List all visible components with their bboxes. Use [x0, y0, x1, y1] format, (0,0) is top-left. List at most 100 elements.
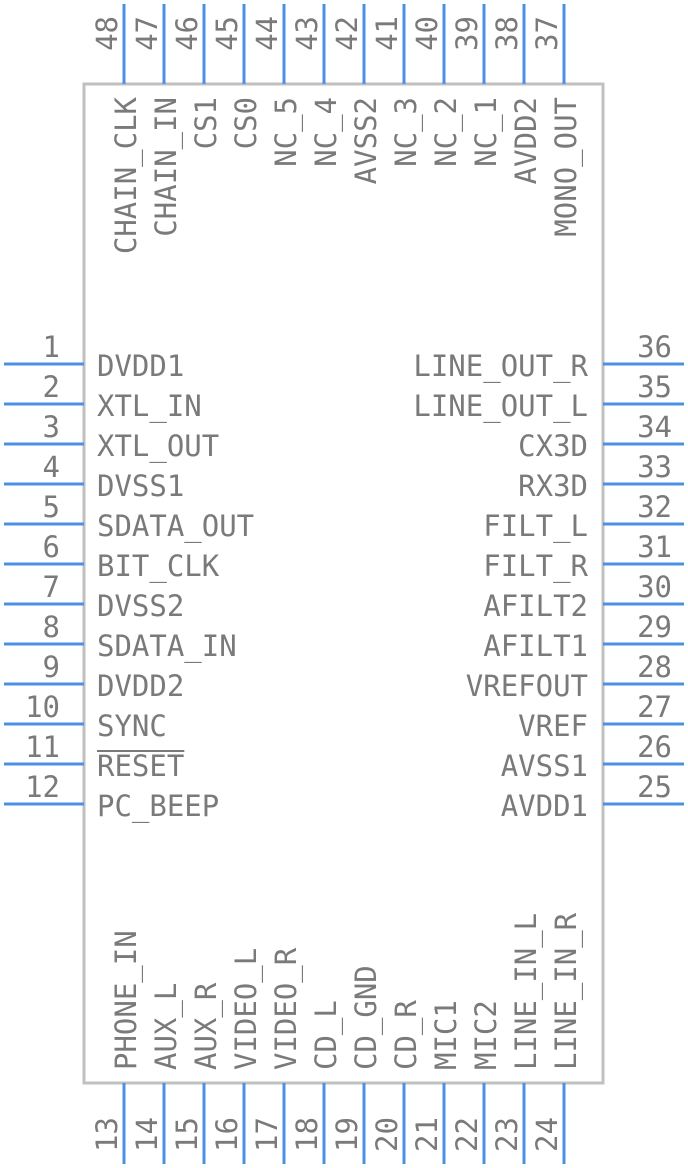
pin-number: 18 [290, 1117, 324, 1152]
pin-number: 48 [90, 16, 124, 51]
pin-number: 41 [370, 16, 404, 51]
pin-label-aux-l: AUX_L [149, 983, 184, 1070]
pin-label-nc-4: NC_4 [309, 97, 344, 167]
pin-label-line-out-l: LINE_OUT_L [413, 389, 588, 424]
pin-label-vref: VREF [518, 709, 588, 743]
pin-number: 15 [170, 1117, 204, 1152]
pin-label-nc-2: NC_2 [429, 97, 464, 167]
pin-label-nc-5: NC_5 [269, 97, 304, 167]
pin-number: 43 [290, 16, 324, 51]
pin-number: 11 [25, 730, 60, 764]
pin-number: 14 [130, 1117, 164, 1152]
pin-number: 44 [250, 16, 284, 51]
pin-label-cs1: CS1 [189, 97, 223, 149]
pin-label-avss1: AVSS1 [501, 749, 588, 783]
pin-label-nc-3: NC_3 [389, 97, 424, 167]
pin-number: 19 [330, 1117, 364, 1152]
pin-label-cd-l: CD_L [309, 1000, 344, 1070]
pin-number: 7 [43, 570, 60, 604]
pin-number: 28 [637, 650, 672, 684]
pin-number: 4 [43, 450, 60, 484]
pin-label-mono-out: MONO_OUT [549, 97, 584, 237]
pin-number: 42 [330, 16, 364, 51]
pin-label-filt-r: FILT_R [483, 549, 588, 584]
right-pins: 25AVDD126AVSS127VREF28VREFOUT29AFILT130A… [413, 330, 684, 823]
pin-number: 20 [370, 1117, 404, 1152]
pin-label-avdd2: AVDD2 [509, 97, 543, 184]
pin-18: 18 CD_L [290, 1000, 344, 1164]
pin-number: 32 [637, 490, 672, 524]
pin-label-chain-in: CHAIN_IN [149, 97, 184, 237]
pin-label-video-l: VIDEO_L [229, 948, 264, 1070]
pin-number: 45 [210, 16, 244, 51]
pin-label-mic1: MIC1 [429, 1000, 463, 1070]
pin-number: 35 [637, 370, 672, 404]
pin-label-mic2: MIC2 [469, 1000, 503, 1070]
pin-label-video-r: VIDEO_R [269, 947, 304, 1070]
pin-label-dvss2: DVSS2 [97, 589, 184, 623]
pin-label-sync: SYNC [97, 709, 167, 743]
pin-number: 29 [637, 610, 672, 644]
pin-label-sdata-in: SDATA_IN [97, 629, 237, 664]
pin-number: 27 [637, 690, 672, 724]
pin-label-avdd1: AVDD1 [501, 789, 588, 823]
pin-number: 39 [450, 16, 484, 51]
pin-label-bit-clk: BIT_CLK [97, 549, 220, 584]
pin-label-xtl-in: XTL_IN [97, 389, 202, 424]
pin-label-cx3d: CX3D [518, 429, 588, 463]
pin-label-filt-l: FILT_L [483, 509, 588, 544]
bottom-pins: 13PHONE_IN14AUX_L15AUX_R16VIDEO_L17VIDEO… [90, 912, 584, 1164]
pin-label-xtl-out: XTL_OUT [97, 429, 219, 464]
pin-label-reset: RESET [97, 749, 184, 783]
pin-label-phone-in: PHONE_IN [109, 930, 144, 1070]
pin-number: 30 [637, 570, 672, 604]
pin-label-line-in-l: LINE_IN_L [509, 913, 544, 1070]
pin-number: 25 [637, 770, 672, 804]
pin-number: 37 [530, 16, 564, 51]
pin-number: 23 [490, 1117, 524, 1152]
pin-number: 46 [170, 16, 204, 51]
pin-label-dvdd2: DVDD2 [97, 669, 184, 703]
pin-label-nc-1: NC_1 [469, 97, 504, 167]
pin-label-line-in-r: LINE_IN_R [549, 912, 584, 1070]
pin-number: 1 [43, 330, 60, 364]
pin-number: 8 [43, 610, 60, 644]
pin-number: 5 [43, 490, 60, 524]
pin-label-chain-clk: CHAIN_CLK [109, 96, 144, 254]
pin-number: 38 [490, 16, 524, 51]
pin-number: 40 [410, 16, 444, 51]
pin-label-afilt2: AFILT2 [483, 589, 588, 623]
